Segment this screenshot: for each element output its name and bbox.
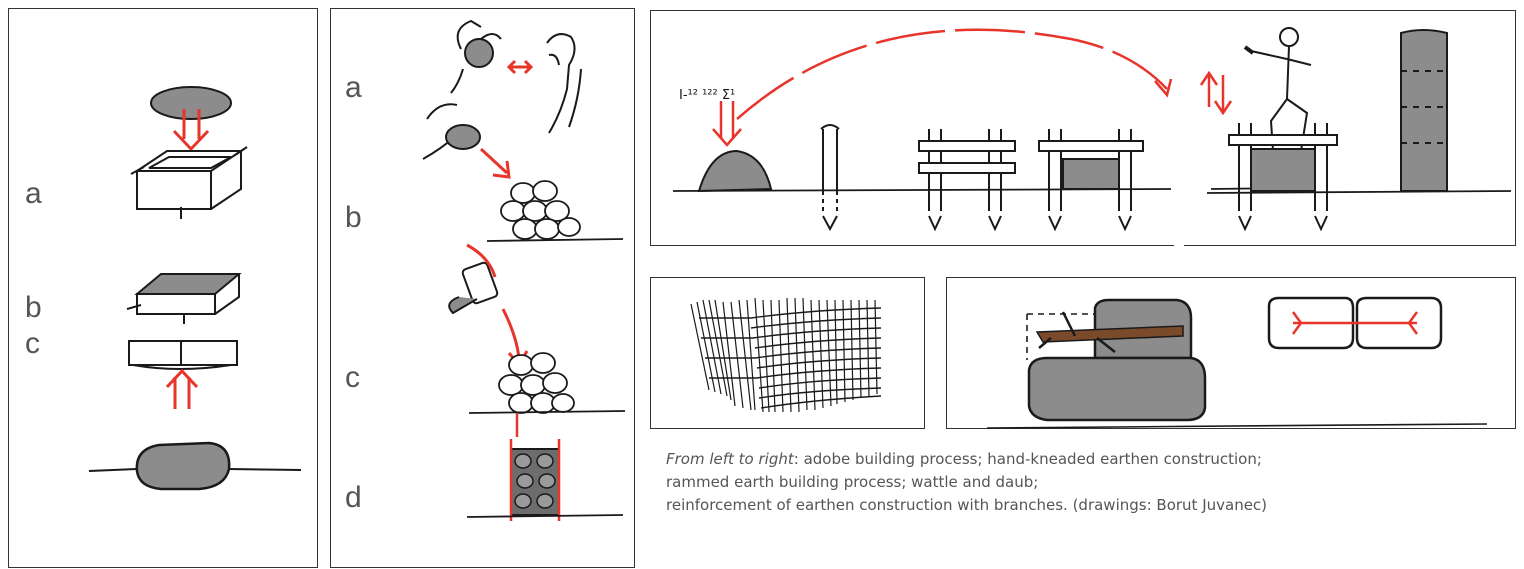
adobe-mould-filled <box>127 274 239 324</box>
wattle-drawing <box>651 278 926 430</box>
adobe-process-drawing <box>9 9 319 569</box>
formwork-empty <box>919 129 1015 229</box>
pour-arrow <box>713 101 741 145</box>
clay-lump <box>151 87 231 119</box>
hand-kneaded-panel: a b c d <box>330 8 635 568</box>
formwork-filled <box>1039 129 1143 229</box>
caption-line-2: rammed earth building process; wattle an… <box>666 471 1516 494</box>
ball-pile-c <box>499 353 574 413</box>
caption-line-1: : adobe building process; hand-kneaded e… <box>794 450 1262 468</box>
wattle-and-daub-panel <box>650 277 925 429</box>
adobe-brick <box>137 443 229 489</box>
rammed-earth-drawing: I-¹² ¹²² Σ¹ <box>651 11 1517 247</box>
ram-arrow <box>1201 73 1231 113</box>
post <box>821 125 839 229</box>
formwork-ramming <box>1229 123 1337 229</box>
lower-earth-block <box>1029 358 1205 420</box>
wall-section <box>467 439 623 521</box>
place-arrow <box>481 149 509 177</box>
kneading-hand <box>547 34 581 133</box>
branch-drawing <box>947 278 1517 430</box>
adobe-mould-lift <box>129 341 237 369</box>
rammed-earth-panel: I-¹² ¹²² Σ¹ <box>650 10 1516 246</box>
caption-lead: From left to right <box>666 450 794 468</box>
earth-mound <box>699 151 771 191</box>
caption-line-3: reinforcement of earthen construction wi… <box>666 494 1516 517</box>
ball-pile-b <box>501 181 580 239</box>
adobe-process-panel: a b c <box>8 8 318 568</box>
handwritten-note: I-¹² ¹²² Σ¹ <box>679 88 735 103</box>
branch-reinforcement-panel <box>946 277 1516 429</box>
lift-arrow <box>167 371 197 409</box>
adobe-mould <box>131 147 247 219</box>
finished-wall <box>1401 30 1447 191</box>
mallet-arrow <box>467 245 527 365</box>
hand-kneaded-drawing <box>331 9 636 569</box>
knead-arrow <box>509 61 531 73</box>
rammer-figure <box>1245 28 1311 151</box>
figure-caption: From left to right: adobe building proce… <box>666 448 1516 517</box>
transfer-arc <box>737 30 1167 119</box>
